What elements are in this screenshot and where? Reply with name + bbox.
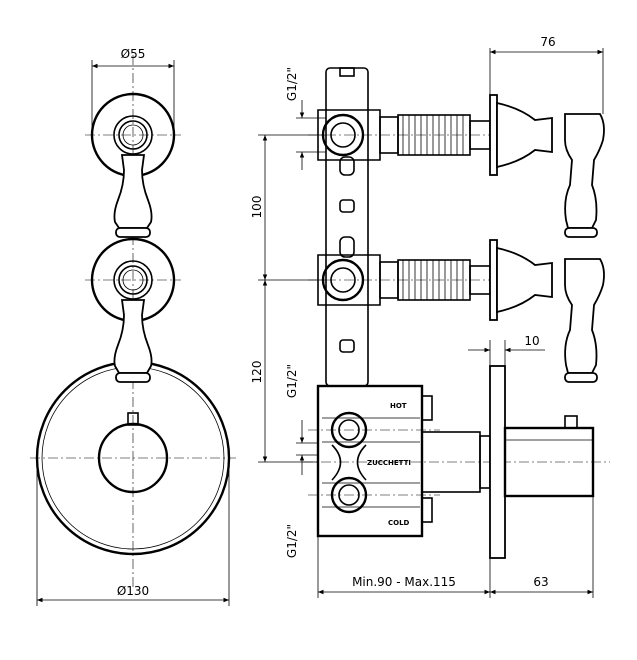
front-view: Ø55 Ø130 <box>30 47 236 606</box>
dim-diameter-55: Ø55 <box>121 47 146 61</box>
upper-lever-side <box>564 113 605 229</box>
dim-g-half-mid: G1/2" <box>285 364 299 398</box>
cover-plate-side <box>489 365 506 559</box>
side-view: HOT ZUCCHETTI COLD 76 10 100 120 <box>250 35 610 598</box>
dim-120: 120 <box>250 361 264 384</box>
dim-63: 63 <box>533 575 548 589</box>
lower-rosette-side <box>496 246 553 314</box>
dim-g-half-top: G1/2" <box>285 67 299 101</box>
upper-lever-handle <box>113 154 153 229</box>
thermostat-knob-side <box>503 426 595 498</box>
dim-diameter-130: Ø130 <box>117 584 149 598</box>
label-cold: COLD <box>388 519 410 527</box>
dim-g-half-bottom: G1/2" <box>285 524 299 558</box>
lower-lever-side <box>564 258 605 374</box>
label-hot: HOT <box>390 402 407 410</box>
upper-rosette-side <box>496 101 553 169</box>
dim-min-max: Min.90 - Max.115 <box>352 575 456 589</box>
lower-lever-handle <box>113 299 153 374</box>
thermostat-knob <box>97 422 169 494</box>
dim-76: 76 <box>540 35 555 49</box>
dim-10: 10 <box>524 334 539 348</box>
dim-100: 100 <box>250 196 264 219</box>
label-brand: ZUCCHETTI <box>367 459 411 467</box>
